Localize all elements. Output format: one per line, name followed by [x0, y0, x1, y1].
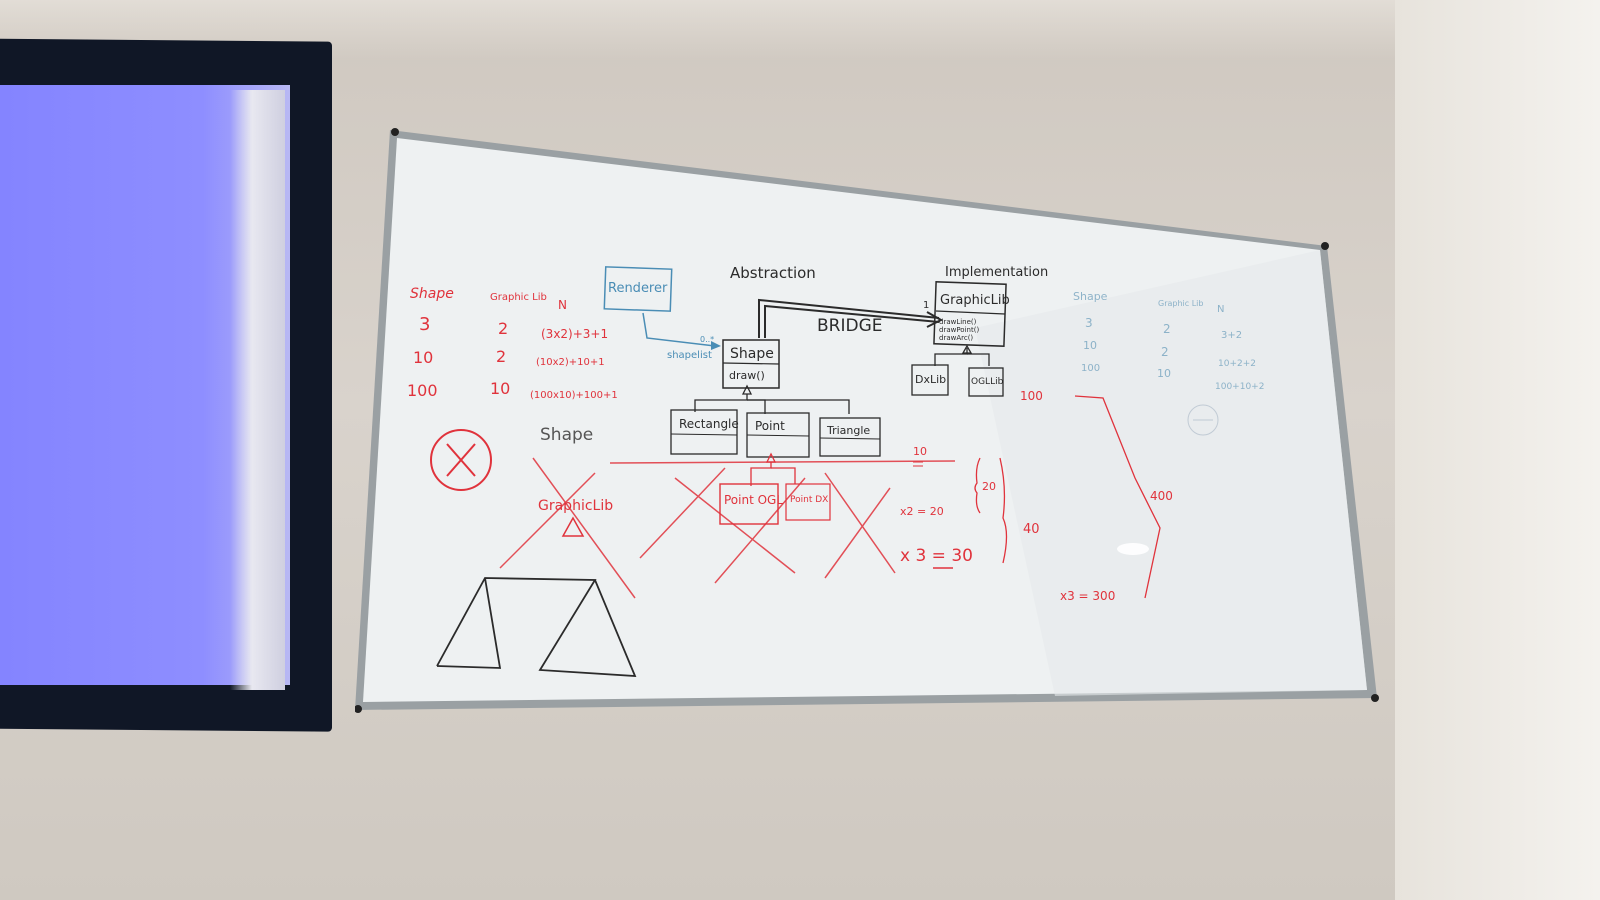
left-table: Shape Graphic Lib N 3 2 (3x2)+3+1 10 2 (… [407, 286, 618, 401]
point-ogl-label: Point OGL [724, 493, 783, 507]
left-row3-n: (100x10)+100+1 [530, 390, 618, 401]
multiplicity-one: 1 [923, 300, 929, 311]
point-dx-label: Point DX [790, 495, 828, 505]
left-header-shape: Shape [410, 286, 454, 302]
point-class: Point [746, 412, 810, 458]
whiteboard: Shape Graphic Lib N 3 2 (3x2)+3+1 10 2 (… [354, 128, 1405, 733]
point-label: Point [755, 419, 785, 433]
left-row1-lib: 2 [498, 319, 508, 338]
shape-method: draw() [729, 369, 765, 382]
note-x3-300: x3 = 300 [1060, 589, 1115, 603]
renderer-class: Renderer shapelist 0..* [603, 266, 721, 361]
note-400: 400 [1150, 489, 1173, 503]
right-row3-shape: 100 [1081, 363, 1100, 374]
left-row1-n: (3x2)+3+1 [541, 327, 608, 341]
ogllib-label: OGLLib [971, 377, 1004, 387]
note-100: 100 [1020, 389, 1043, 403]
note-x2: x2 = 20 [900, 505, 944, 518]
left-row3-lib: 10 [490, 379, 510, 398]
shape-class-name: Shape [730, 346, 774, 362]
left-row3-shape: 100 [407, 381, 438, 400]
red-cross-lines [499, 457, 956, 599]
triangle-class: Triangle [819, 417, 881, 457]
right-row1-n: 3+2 [1221, 330, 1242, 341]
left-row2-lib: 2 [496, 347, 506, 366]
circled-x-icon [430, 429, 492, 491]
red-braces [974, 395, 1161, 599]
right-row1-shape: 3 [1085, 316, 1093, 330]
left-row2-shape: 10 [413, 348, 433, 367]
note-x3: x 3 = 30 [900, 546, 973, 566]
point-ogl-class: Point OGL [719, 483, 783, 525]
dxlib-label: DxLib [915, 373, 946, 386]
inherit-triangle-icon [561, 516, 585, 537]
graphiclib-class-name: GraphicLib [940, 293, 1010, 308]
graphiclib-red: GraphicLib [538, 498, 613, 514]
whiteboard-drawing: Shape Graphic Lib N 3 2 (3x2)+3+1 10 2 (… [354, 128, 1379, 713]
note-brace-20: 20 [982, 480, 996, 493]
shape-handwritten: Shape [540, 425, 593, 445]
graphiclib-method-2: drawPoint() [939, 326, 979, 334]
right-header-shape: Shape [1073, 290, 1108, 303]
right-row3-n: 100+10+2 [1215, 382, 1264, 392]
graphiclib-method-1: drawLine() [939, 318, 977, 326]
faded-circle-icon [1187, 404, 1219, 436]
multiplicity-many: 0..* [700, 335, 714, 344]
bridge-label: BRIDGE [817, 316, 883, 336]
left-row2-n: (10x2)+10+1 [536, 357, 605, 368]
light-glare [1117, 543, 1149, 555]
right-row2-shape: 10 [1083, 339, 1097, 352]
right-row2-lib: 2 [1161, 345, 1169, 359]
left-row1-shape: 3 [419, 314, 430, 335]
rectangle-class: Rectangle [670, 409, 739, 455]
right-header-graphiclib: Graphic Lib [1158, 299, 1203, 308]
right-row3-lib: 10 [1157, 367, 1171, 380]
side-wall [1395, 0, 1600, 900]
left-header-graphiclib: Graphic Lib [490, 292, 547, 303]
renderer-label: Renderer [608, 281, 668, 296]
note-10: 10 [913, 445, 927, 458]
shapelist-label: shapelist [667, 350, 712, 361]
note-brace-40: 40 [1023, 522, 1040, 537]
graphiclib-method-3: drawArc() [939, 334, 973, 342]
dxlib-class: DxLib [911, 364, 949, 396]
triangle-label: Triangle [826, 424, 870, 437]
right-row2-n: 10+2+2 [1218, 359, 1256, 369]
display-glare [230, 90, 285, 690]
ogllib-class: OGLLib [968, 367, 1004, 397]
rectangle-label: Rectangle [679, 417, 739, 431]
right-table: Shape Graphic Lib N 3 2 3+2 10 2 10+2+2 … [1073, 290, 1264, 392]
right-header-n: N [1217, 304, 1224, 315]
left-header-n: N [558, 298, 567, 312]
implementation-label: Implementation [945, 265, 1048, 280]
right-row1-lib: 2 [1163, 322, 1171, 336]
point-dx-class: Point DX [785, 483, 831, 521]
graphiclib-class: GraphicLib drawLine() drawPoint() drawAr… [933, 281, 1010, 347]
abstraction-label: Abstraction [730, 264, 816, 282]
bottom-triangles [436, 577, 637, 677]
bridge-arrow [758, 298, 944, 338]
shape-class: Shape draw() [722, 339, 780, 389]
